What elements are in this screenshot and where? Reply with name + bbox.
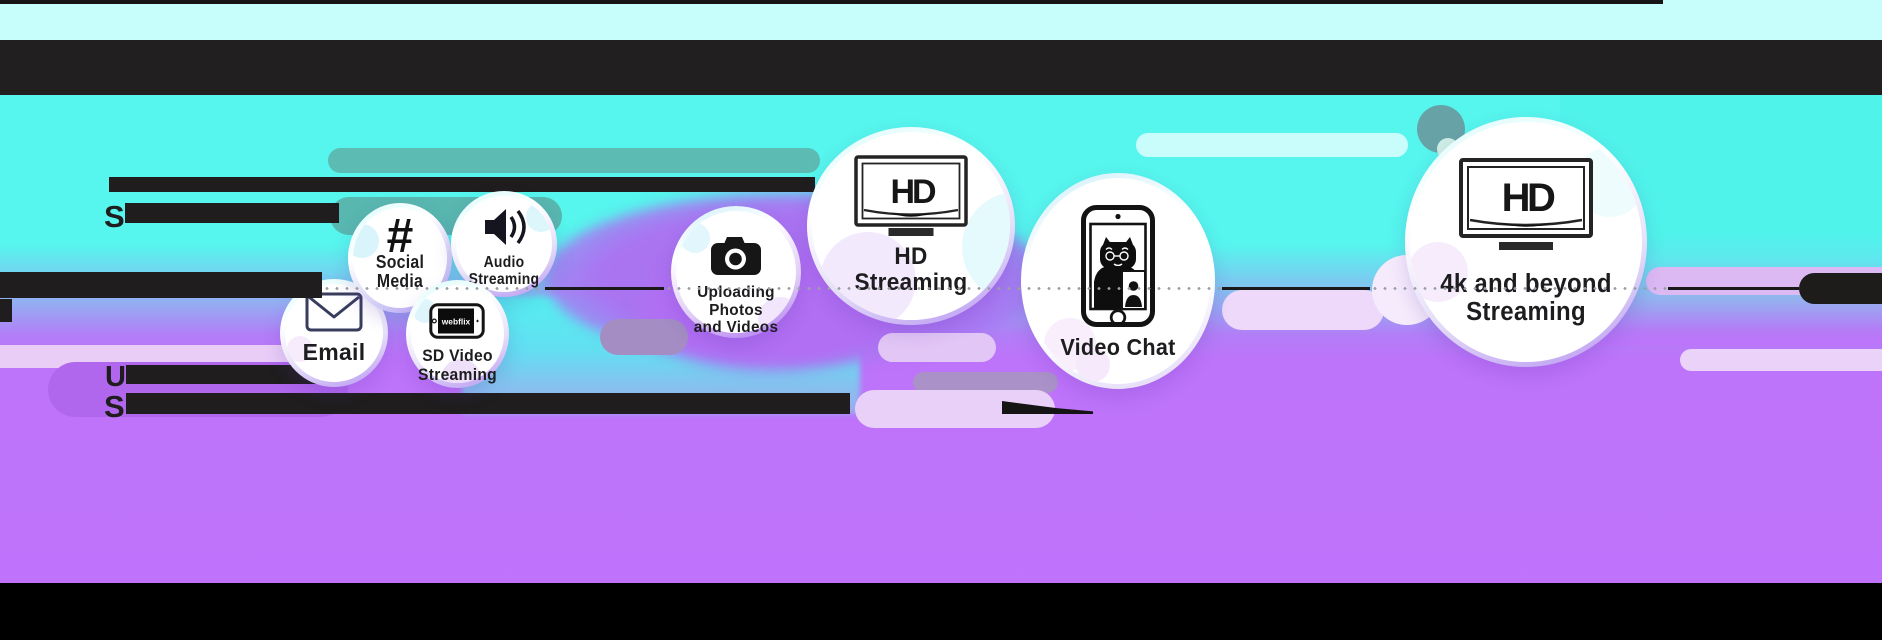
decor-pill-lavender-f [1222,290,1384,330]
heading-letter-s1: S [104,199,125,234]
bubble-highlight [1076,348,1110,382]
bubble-label: SD Video Streaming [418,346,497,384]
svg-text:HD: HD [890,173,936,211]
decor-pill-lavender-mid [878,333,996,362]
bubble-highlight [820,232,916,320]
speaker-icon [485,209,526,245]
bubble-label: Video Chat [1060,334,1176,360]
redacted-line-1 [109,177,815,192]
timeline-black-pill [1799,273,1882,304]
bubble-label: Email [302,339,366,365]
bubble-hd-streaming: HD HD Streaming [807,127,1015,325]
svg-text:webflix: webflix [441,317,471,327]
video-call-phone-icon [1081,205,1155,327]
bubble-highlight [353,224,379,258]
bubble-label: 4k and beyond Streaming [1440,270,1612,326]
webflix-tablet-icon: webflix [429,303,485,339]
redacted-line-3 [126,365,345,384]
decor-pill-graypurple-1 [600,319,688,355]
dotted-line-segment [322,287,545,290]
timeline-solid-segment [1668,287,1799,290]
hd-tv-icon: HD [854,155,968,236]
heading-letter-s2: S [104,389,125,424]
hashtag-icon: # [386,210,414,263]
envelope-icon [305,292,363,332]
bubble-4k-streaming: HD 4k and beyond Streaming [1405,117,1647,367]
redacted-line-2 [125,203,339,223]
top-light-strip [0,0,1882,40]
bubble-label: HD Streaming [854,243,968,296]
camera-icon [711,237,761,275]
timeline-solid-segment [545,287,664,290]
bubble-video-chat: Video Chat [1021,173,1215,389]
dotted-line-segment [1370,287,1668,290]
hd-tv-icon: HD [1459,158,1593,250]
decor-pill-lavender-i [1680,349,1882,371]
decor-pill-graypurple-2 [913,372,1058,393]
redacted-bar-left [0,272,322,298]
decor-pill-lightcyan [1136,133,1408,157]
bubble-label: Social Media [375,252,425,291]
svg-text:HD: HD [1502,176,1555,220]
bubble-highlight [526,202,552,232]
bubble-label: Uploading Photos and Videos [693,284,779,336]
bubble-highlight [1410,242,1468,302]
redacted-block-left [0,299,12,322]
bubble-highlight [758,297,796,333]
top-thin-line [0,0,1663,4]
bubble-highlight [287,336,313,362]
timeline-solid-segment [1222,287,1370,290]
bubble-label: Audio Streaming [468,254,540,288]
bubble-uploading: Uploading Photos and Videos [671,206,801,338]
decor-pill-teal-1 [328,148,820,173]
dotted-line-segment [664,287,1222,290]
bubble-sd-video-streaming: webflix SD Video Streaming [406,280,509,388]
top-black-bar [0,40,1882,95]
bottom-black-band [0,583,1882,640]
heading-letter-u: U [105,361,126,393]
bubble-audio-streaming: Audio Streaming [451,191,557,297]
bubble-highlight [680,223,710,253]
redacted-line-4 [126,393,850,414]
